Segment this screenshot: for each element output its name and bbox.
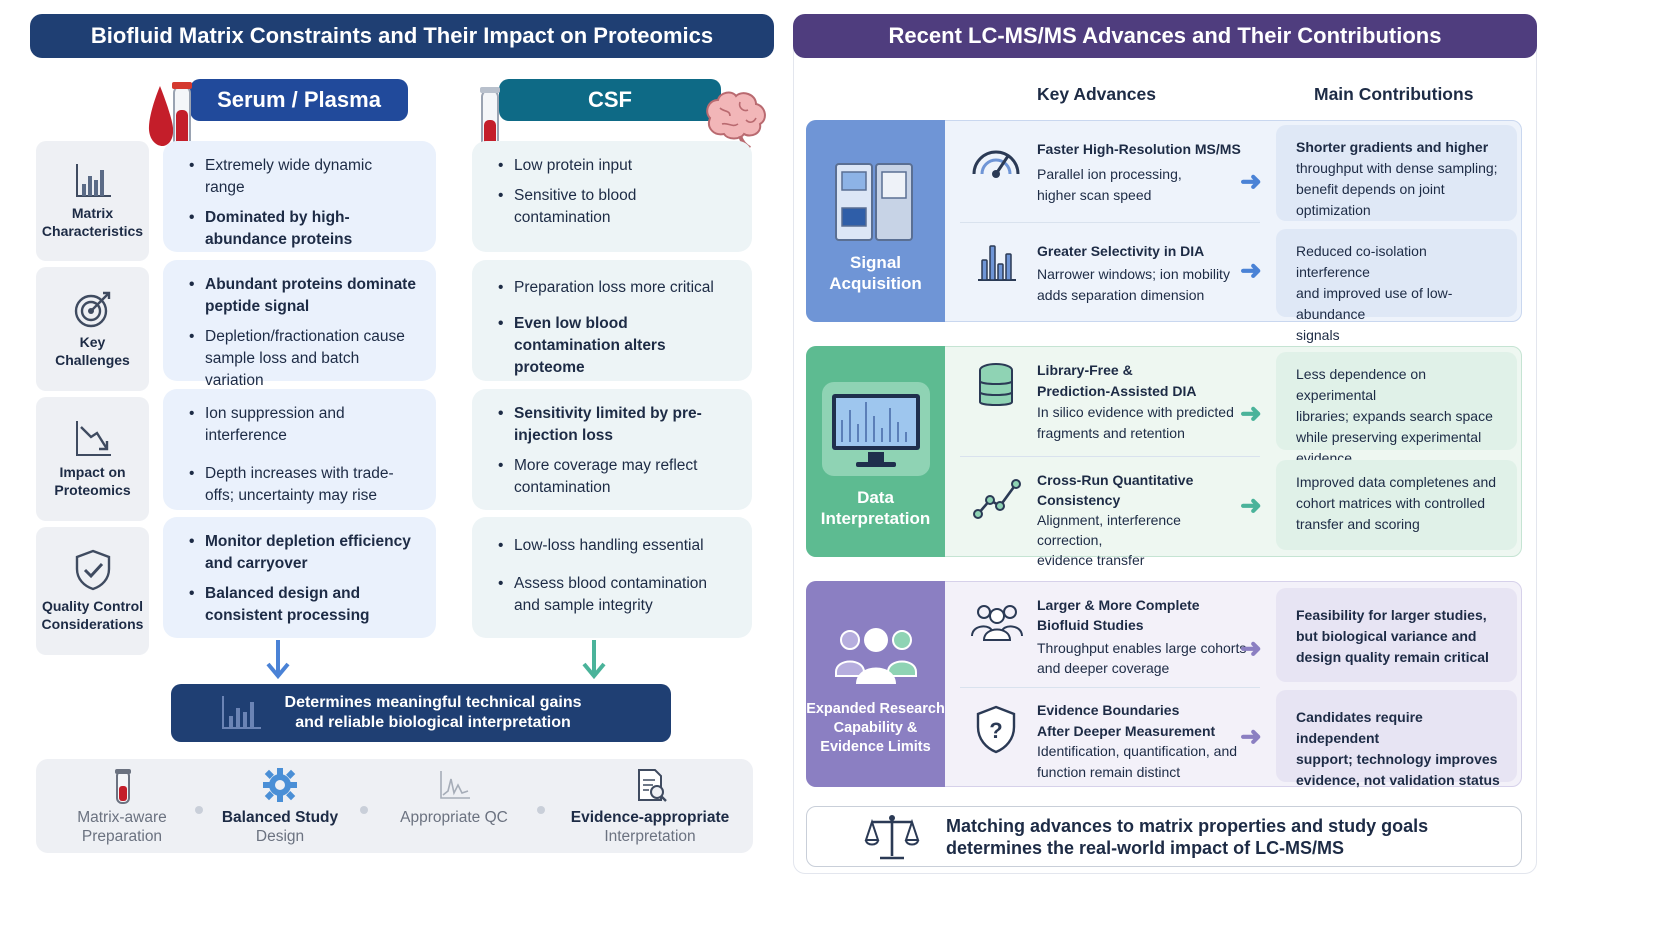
row-label-qc: Quality Control Considerations [36, 527, 149, 655]
serum-card-challenges: Abundant proteins dominate peptide signa… [163, 260, 436, 389]
gear-icon [263, 768, 297, 802]
left-title-banner: Biofluid Matrix Constraints and Their Im… [30, 14, 774, 58]
csf-card-qc: Low-loss handling essential Assess blood… [472, 517, 752, 638]
arrow-right: ➜ [1240, 490, 1262, 520]
group-people-icon [835, 628, 917, 684]
target-icon [74, 291, 110, 328]
contribution-candidates: Candidates require independent support; … [1276, 690, 1517, 788]
advance-larger-studies: Larger & More Complete Biofluid Studies … [1037, 597, 1247, 676]
contribution-data-completeness: Improved data completenes and cohort mat… [1276, 460, 1517, 550]
advance-evidence-boundaries: Evidence Boundaries After Deeper Measure… [1037, 702, 1238, 780]
document-search-icon [638, 769, 667, 802]
speedometer-icon [972, 150, 1020, 178]
serum-plasma-header: Serum / Plasma [190, 79, 408, 121]
arrow-right: ➜ [1240, 166, 1262, 196]
shield-question-icon: ? [976, 705, 1016, 754]
arrow-right: ➜ [1240, 255, 1262, 285]
left-title: Biofluid Matrix Constraints and Their Im… [90, 23, 714, 48]
database-icon [979, 363, 1013, 406]
trend-line-icon [973, 479, 1021, 519]
right-title-banner: Recent LC-MS/MS Advances and Their Contr… [793, 14, 1537, 58]
advance-cross-run-consistency: Cross-Run Quantitative Consistency Align… [1037, 472, 1194, 568]
advance-dia-selectivity: Greater Selectivity in DIA Narrower wind… [1037, 243, 1230, 303]
down-arrow-csf [582, 640, 606, 680]
header-key-advances: Key Advances [1037, 84, 1156, 104]
principle-matrix-aware: Matrix-aware Preparation [77, 809, 167, 845]
balance-scale-icon [864, 815, 920, 860]
arrow-right: ➜ [1240, 721, 1262, 751]
brain-icon [706, 91, 766, 150]
advance-faster-msms: Faster High-Resolution MS/MS Parallel io… [1037, 141, 1241, 203]
conclusion-box [806, 806, 1522, 867]
blood-tubes-icon [148, 82, 192, 149]
right-title: Recent LC-MS/MS Advances and Their Contr… [888, 23, 1442, 48]
dot-separator [195, 806, 203, 814]
divider [960, 222, 1260, 223]
row-label-impact: Impact on Proteomics [36, 397, 149, 521]
arrow-right: ➜ [1240, 398, 1262, 428]
serum-card-qc: Monitor depletion efficiency and carryov… [163, 517, 436, 638]
bar-chart-icon [75, 164, 111, 197]
chart-icon [222, 696, 261, 729]
users-icon [971, 605, 1023, 641]
divider [960, 456, 1260, 457]
shield-check-icon [75, 549, 110, 591]
csf-card-impact: Sensitivity limited by pre-injection los… [472, 389, 752, 510]
summary-bar: Determines meaningful technical gains an… [171, 684, 671, 742]
contribution-feasibility: Feasibility for larger studies, but biol… [1276, 588, 1517, 682]
arrow-right: ➜ [1240, 633, 1262, 663]
principle-balanced-design: Balanced Study Design [221, 809, 339, 845]
dot-separator [360, 806, 368, 814]
advance-library-free-dia: Library-Free & Prediction-Assisted DIA I… [1037, 362, 1234, 441]
contribution-less-dependence: Less dependence on experimental librarie… [1276, 352, 1517, 466]
row-label-challenges: Key Challenges [36, 267, 149, 391]
svg-text:?: ? [989, 718, 1002, 743]
header-main-contributions: Main Contributions [1314, 84, 1474, 104]
row-label-matrix: Matrix Characteristics [36, 141, 149, 261]
test-tube-icon [115, 769, 131, 804]
conclusion-text: Matching advances to matrix properties a… [946, 816, 1429, 858]
csf-header: CSF [499, 79, 721, 121]
contribution-reduced-interference: Reduced co-isolation interference and im… [1276, 229, 1517, 343]
mass-spectrometer-icon [835, 163, 913, 241]
serum-card-matrix: Extremely wide dynamic range Dominated b… [163, 141, 436, 252]
csf-card-matrix: Low protein input Sensitive to blood con… [472, 141, 752, 252]
chromatogram-icon [440, 771, 470, 799]
csf-card-challenges: Preparation loss more critical Even low … [472, 260, 752, 381]
monitor-icon [822, 382, 930, 476]
bottom-principles-bar [36, 759, 753, 853]
down-arrow-serum [266, 640, 290, 680]
dot-separator [537, 806, 545, 814]
contribution-shorter-gradients: Shorter gradients and higher throughput … [1276, 125, 1517, 221]
serum-card-impact: Ion suppression and interference Depth i… [163, 389, 436, 510]
declining-chart-icon [75, 421, 111, 456]
csf-tube-icon [480, 87, 500, 151]
divider [960, 687, 1260, 688]
spectrum-bars-icon [978, 245, 1016, 281]
principle-evidence-interpretation: Evidence-appropriate Interpretation [570, 809, 730, 845]
principle-appropriate-qc: Appropriate QC [400, 809, 508, 826]
